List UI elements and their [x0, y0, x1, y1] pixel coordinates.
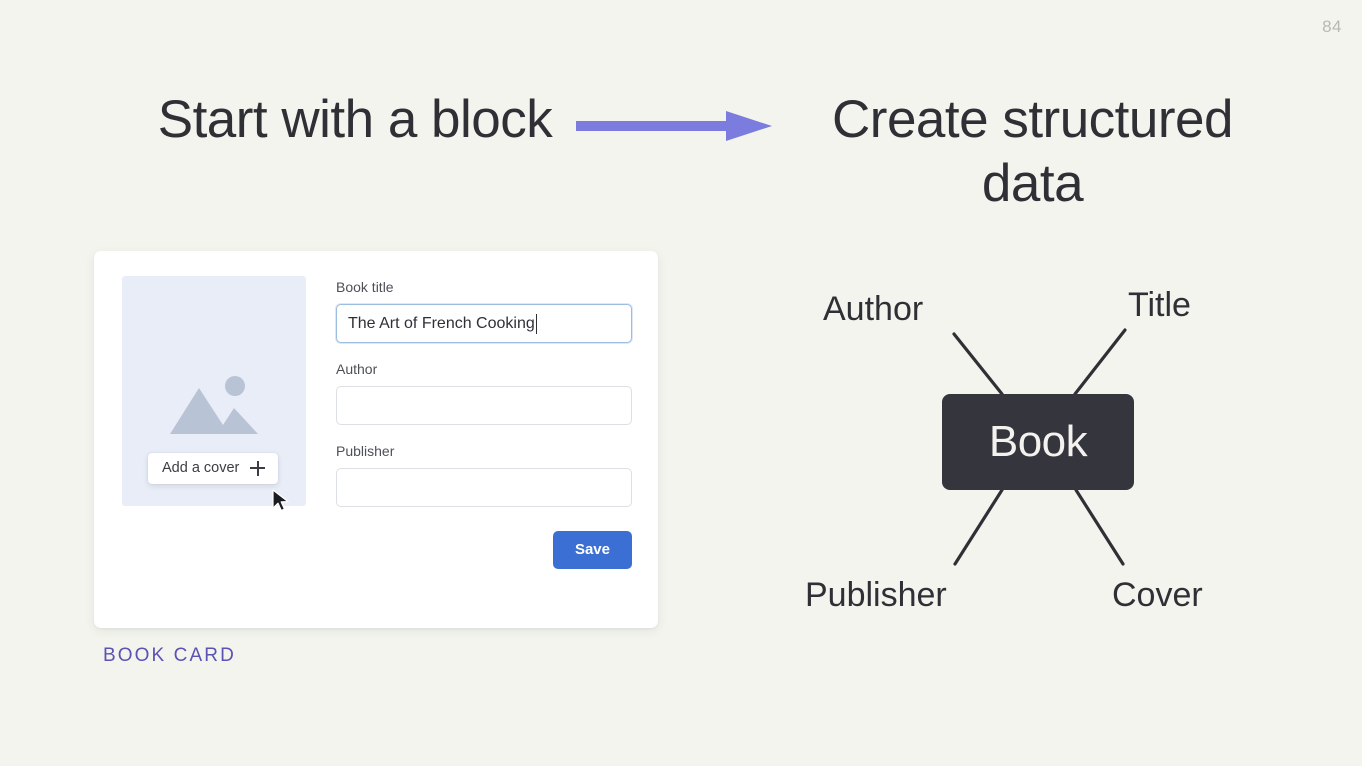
- book-title-value: The Art of French Cooking: [348, 314, 535, 332]
- diagram-label-author: Author: [823, 290, 924, 328]
- diagram-connector-lines: [952, 328, 1127, 566]
- page-number: 84: [1322, 17, 1342, 36]
- field-group-author: Author: [336, 361, 632, 425]
- publisher-label: Publisher: [336, 443, 395, 459]
- diagram-node-book-label: Book: [988, 417, 1088, 466]
- diagram-label-publisher: Publisher: [805, 576, 947, 614]
- cursor-arrow-icon: [272, 489, 292, 513]
- book-form: Book title The Art of French Cooking Aut…: [336, 279, 632, 569]
- add-cover-label: Add a cover: [162, 460, 240, 476]
- save-button[interactable]: Save: [552, 531, 632, 569]
- structured-data-diagram: Book Author Title Publisher Cover: [780, 268, 1280, 640]
- publisher-input[interactable]: [336, 468, 632, 507]
- diagram-node-book: Book: [942, 394, 1134, 490]
- diagram-label-title: Title: [1128, 286, 1191, 324]
- heading-right: Create structured data: [832, 90, 1233, 213]
- author-input[interactable]: [336, 386, 632, 425]
- field-group-book-title: Book title The Art of French Cooking: [336, 279, 632, 343]
- book-card-caption: BOOK CARD: [103, 645, 236, 666]
- field-group-publisher: Publisher: [336, 443, 632, 507]
- book-title-input[interactable]: The Art of French Cooking: [336, 304, 632, 343]
- book-card: Add a cover Book title The Art of French…: [94, 251, 658, 628]
- text-caret: [535, 313, 538, 334]
- cover-thumbnail[interactable]: Add a cover: [122, 276, 306, 512]
- heading-left: Start with a block: [157, 90, 553, 149]
- author-label: Author: [336, 361, 378, 377]
- image-placeholder-icon: [168, 372, 260, 440]
- arrow-right-icon: [576, 110, 772, 142]
- book-title-label: Book title: [336, 279, 394, 295]
- diagram-label-cover: Cover: [1112, 576, 1203, 614]
- add-cover-button[interactable]: Add a cover: [148, 453, 279, 484]
- save-row: Save: [336, 531, 632, 569]
- plus-icon: [250, 460, 266, 476]
